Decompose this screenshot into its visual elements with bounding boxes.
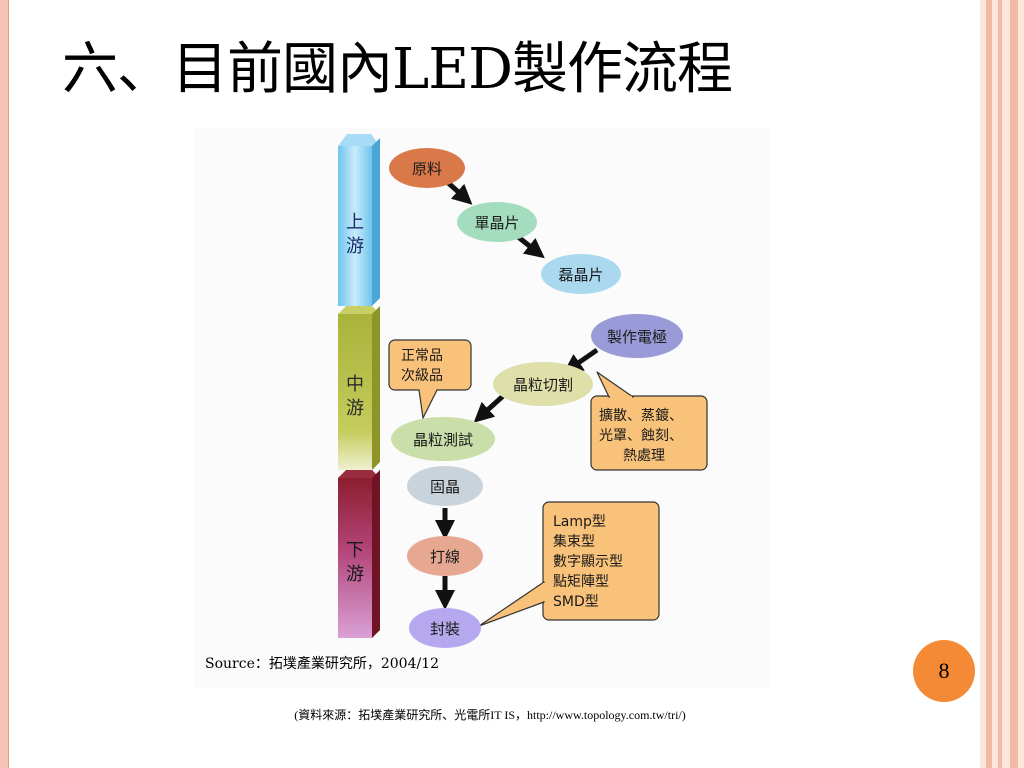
node-single-crystal: 單晶片 <box>457 202 537 242</box>
page-number-badge: 8 <box>913 640 975 702</box>
type-line-5: SMD型 <box>553 594 599 610</box>
stage-downstream-char2: 游 <box>346 564 364 585</box>
node-package: 封裝 <box>409 608 481 648</box>
stage-bar-midstream: 中 游 <box>338 306 380 470</box>
stage-midstream-char1: 中 <box>346 374 364 395</box>
flow-arrows <box>435 178 599 610</box>
process-line-1: 擴散、蒸鍍、 <box>599 407 683 424</box>
page-number: 8 <box>938 658 950 683</box>
callout-package-types: Lamp型 集束型 數字顯示型 點矩陣型 SMD型 <box>478 501 660 627</box>
stage-upstream-char2: 游 <box>346 236 364 257</box>
node-die-bond: 固晶 <box>407 466 483 506</box>
callout-grade: 正常品 次級品 <box>388 339 472 420</box>
slide-caption: (資料來源：拓墣產業研究所、光電所IT IS，http://www.topolo… <box>294 708 686 722</box>
node-raw-material: 原料 <box>389 148 465 188</box>
svg-text:原料: 原料 <box>412 160 442 178</box>
left-border-stripe <box>0 0 9 768</box>
process-flow-diagram: 上 游 中 游 下 游 正常品 <box>193 128 769 688</box>
stage-downstream-char1: 下 <box>346 540 364 561</box>
svg-text:封裝: 封裝 <box>430 620 460 638</box>
node-electrode: 製作電極 <box>591 314 683 358</box>
node-epi-wafer: 磊晶片 <box>541 254 621 294</box>
svg-text:晶粒測試: 晶粒測試 <box>413 431 473 449</box>
svg-text:打線: 打線 <box>430 548 460 566</box>
node-dicing: 晶粒切割 <box>493 362 593 406</box>
diagram-source: Source：拓墣產業研究所，2004/12 <box>205 656 440 672</box>
stage-midstream-char2: 游 <box>346 398 364 419</box>
svg-text:固晶: 固晶 <box>430 478 460 496</box>
callout-process: 擴散、蒸鍍、 光罩、蝕刻、 熱處理 <box>590 371 708 471</box>
node-testing: 晶粒測試 <box>391 417 495 461</box>
node-wire-bond: 打線 <box>407 536 483 576</box>
svg-text:晶粒切割: 晶粒切割 <box>513 376 573 394</box>
stage-upstream-char1: 上 <box>346 212 364 233</box>
type-line-3: 數字顯示型 <box>553 554 623 570</box>
stage-bar-upstream: 上 游 <box>338 134 380 306</box>
type-line-2: 集束型 <box>553 533 595 550</box>
grade-line-1: 正常品 <box>401 348 443 364</box>
process-line-2: 光罩、蝕刻、 <box>599 427 683 444</box>
type-line-4: 點矩陣型 <box>553 574 609 590</box>
stage-bar-downstream: 下 游 <box>338 470 380 638</box>
process-line-3: 熱處理 <box>623 448 665 464</box>
slide-title: 六、目前國內LED製作流程 <box>62 37 733 102</box>
right-border-stripes <box>980 0 1024 768</box>
type-line-1: Lamp型 <box>553 514 606 530</box>
grade-line-2: 次級品 <box>401 368 443 384</box>
svg-text:製作電極: 製作電極 <box>607 328 667 346</box>
svg-text:單晶片: 單晶片 <box>474 214 519 232</box>
svg-text:磊晶片: 磊晶片 <box>558 266 603 284</box>
